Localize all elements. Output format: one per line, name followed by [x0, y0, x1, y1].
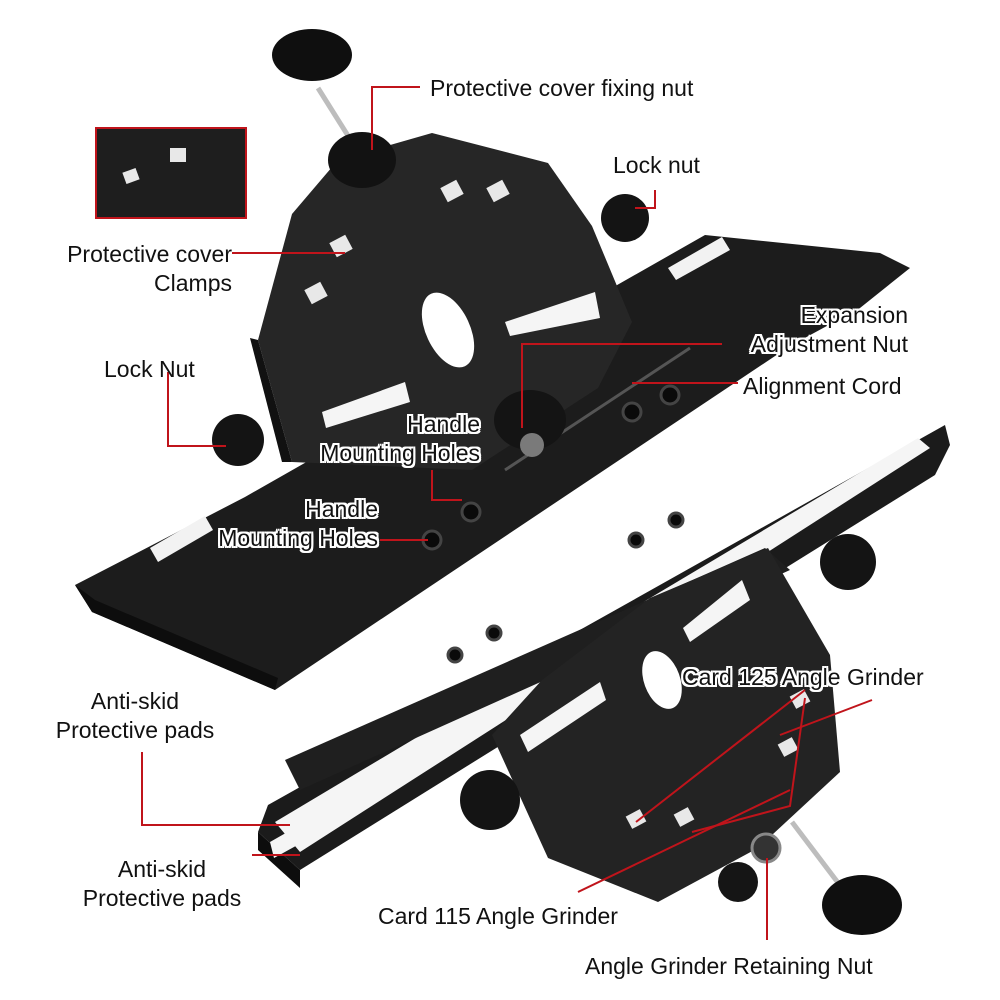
- mounting-hole: [627, 531, 645, 549]
- upper-center-hole: [421, 292, 475, 368]
- label-anti-skid-pads-1: Anti-skid Protective pads: [40, 687, 230, 745]
- label-retaining-nut: Angle Grinder Retaining Nut: [585, 953, 873, 979]
- lower-window: [520, 682, 606, 752]
- label-handle-mounting-holes-2: Handle Mounting Holes: [190, 495, 378, 553]
- lower-lock-nut-right: [820, 534, 876, 590]
- label-line: Adjustment Nut: [750, 331, 908, 357]
- inset-photo: [95, 127, 247, 219]
- label-line: Protective cover: [67, 241, 232, 267]
- mounting-hole: [446, 646, 464, 664]
- fixing-nut: [328, 132, 396, 188]
- mounting-hole: [621, 401, 643, 423]
- label-card-115: Card 115 Angle Grinder: [378, 903, 618, 929]
- inset-slot: [122, 167, 140, 185]
- label-line: Expansion: [800, 302, 908, 328]
- clamp-slot: [673, 807, 695, 827]
- lock-nut-left: [212, 414, 264, 466]
- label-line: Clamps: [154, 270, 232, 296]
- retaining-nut: [750, 832, 782, 864]
- label-anti-skid-pads-2: Anti-skid Protective pads: [62, 855, 262, 913]
- label-line: Anti-skid: [117, 856, 207, 882]
- label-protective-cover-fixing-nut: Protective cover fixing nut: [430, 75, 694, 101]
- mounting-hole: [460, 501, 482, 523]
- top-knob: [272, 29, 352, 81]
- lower-lock-nut-left: [460, 770, 520, 830]
- callout-lines: [141, 86, 873, 940]
- mounting-hole: [485, 624, 503, 642]
- clamp-slot: [625, 809, 647, 829]
- label-line: Anti-skid: [90, 688, 180, 714]
- lower-pad-small: [270, 826, 303, 858]
- clamp-slot: [329, 234, 353, 258]
- upper-base-side: [75, 585, 278, 690]
- clamp-slot: [304, 281, 328, 305]
- label-line: Handle: [305, 496, 378, 522]
- upper-hex-plate-edge: [250, 338, 292, 462]
- mounting-hole: [659, 384, 681, 406]
- label-line: Protective pads: [82, 885, 242, 911]
- upper-pad-right: [668, 237, 730, 280]
- label-lock-nut-left: Lock Nut: [104, 356, 195, 382]
- label-handle-mounting-holes-1: Handle Mounting Holes: [290, 410, 480, 468]
- mounting-hole: [667, 511, 685, 529]
- upper-window: [322, 382, 410, 428]
- inset-slot: [170, 148, 186, 162]
- upper-window: [505, 292, 600, 336]
- label-line: Protective pads: [55, 717, 215, 743]
- clamp-slot: [440, 179, 464, 203]
- label-alignment-cord: Alignment Cord: [743, 373, 902, 399]
- lower-window: [683, 580, 750, 642]
- clamp-slot: [486, 179, 510, 203]
- label-line: Handle: [407, 411, 480, 437]
- expansion-nut: [494, 390, 566, 450]
- label-expansion-adjustment-nut: Expansion Adjustment Nut: [700, 301, 908, 359]
- lock-nut-right: [601, 194, 649, 242]
- label-lock-nut-top: Lock nut: [613, 152, 700, 178]
- upper-base-plate: [75, 235, 910, 690]
- label-card-125: Card 125 Angle Grinder: [682, 664, 924, 690]
- lower-center-hole: [642, 651, 682, 709]
- upper-pad-left: [150, 516, 213, 562]
- retaining-knob: [822, 875, 902, 935]
- label-line: Mounting Holes: [218, 525, 378, 551]
- label-line: Mounting Holes: [320, 440, 480, 466]
- label-protective-cover-clamps: Protective cover Clamps: [30, 240, 232, 298]
- lower-base-lip: [258, 832, 300, 888]
- clamp-slot: [777, 737, 799, 757]
- lower-hex-plate: [492, 548, 840, 902]
